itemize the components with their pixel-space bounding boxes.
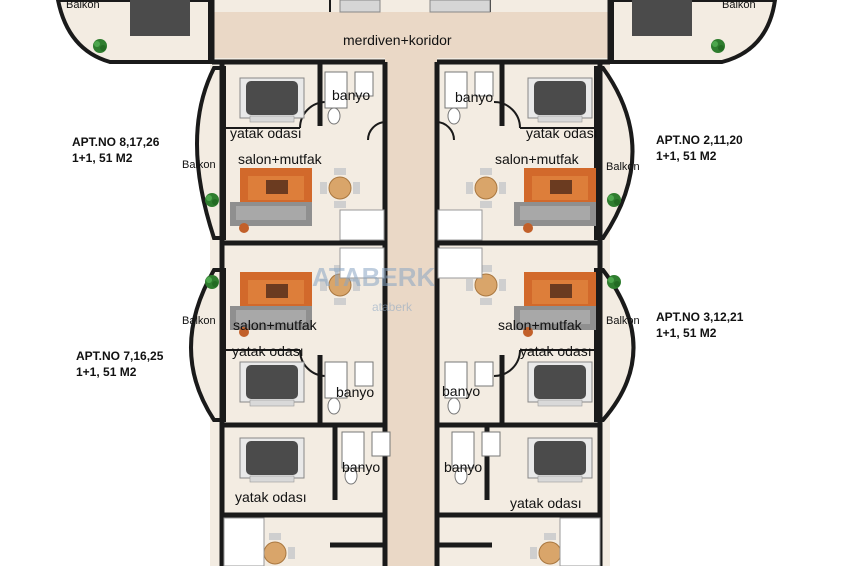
- apartment-info: APT.NO 3,12,21 1+1, 51 M2: [656, 309, 743, 341]
- bathroom-label: banyo: [332, 87, 371, 103]
- living-kitchen-label: salon+mutfak: [233, 317, 317, 333]
- apartment-area: 1+1, 51 M2: [72, 151, 133, 165]
- corridor-label: merdiven+koridor: [343, 32, 452, 48]
- apartment-info: APT.NO 8,17,26 1+1, 51 M2: [72, 134, 159, 166]
- living-kitchen-label: salon+mutfak: [495, 151, 579, 167]
- bedroom-label: yatak odası: [510, 495, 582, 511]
- apartment-info: APT.NO 7,16,25 1+1, 51 M2: [76, 348, 163, 380]
- apartment-info: APT.NO 2,11,20 1+1, 51 M2: [656, 132, 743, 164]
- bedroom-label: yatak odası: [520, 343, 592, 359]
- apartment-number: APT.NO 2,11,20: [656, 133, 743, 147]
- bedroom-label: yatak odası: [235, 489, 307, 505]
- living-kitchen-label: salon+mutfak: [238, 151, 322, 167]
- bedroom-label: yatak odası: [230, 125, 302, 141]
- apartment-area: 1+1, 51 M2: [656, 326, 717, 340]
- balcony-label: Balkon: [606, 315, 640, 327]
- watermark-site: ataberk: [372, 300, 413, 314]
- balcony-label: Balkon: [722, 0, 756, 11]
- apartment-area: 1+1, 51 M2: [76, 365, 137, 379]
- apartment-number: APT.NO 7,16,25: [76, 349, 164, 363]
- apartment-area: 1+1, 51 M2: [656, 149, 717, 163]
- apartment-number: APT.NO 3,12,21: [656, 310, 744, 324]
- bathroom-label: banyo: [442, 383, 481, 399]
- bedroom-label: yatak odası: [526, 125, 598, 141]
- balcony-label: Balkon: [182, 315, 216, 327]
- bathroom-label: banyo: [444, 459, 483, 475]
- living-kitchen-label: salon+mutfak: [498, 317, 582, 333]
- bedroom-label: yatak odası: [232, 343, 304, 359]
- watermark-logo: ATABERK: [312, 262, 436, 292]
- balcony-label: Balkon: [606, 161, 640, 173]
- balcony-label: Balkon: [66, 0, 100, 11]
- bathroom-label: banyo: [455, 89, 494, 105]
- apartment-number: APT.NO 8,17,26: [72, 135, 160, 149]
- bathroom-label: banyo: [342, 459, 381, 475]
- bathroom-label: banyo: [336, 384, 375, 400]
- balcony-label: Balkon: [182, 159, 216, 171]
